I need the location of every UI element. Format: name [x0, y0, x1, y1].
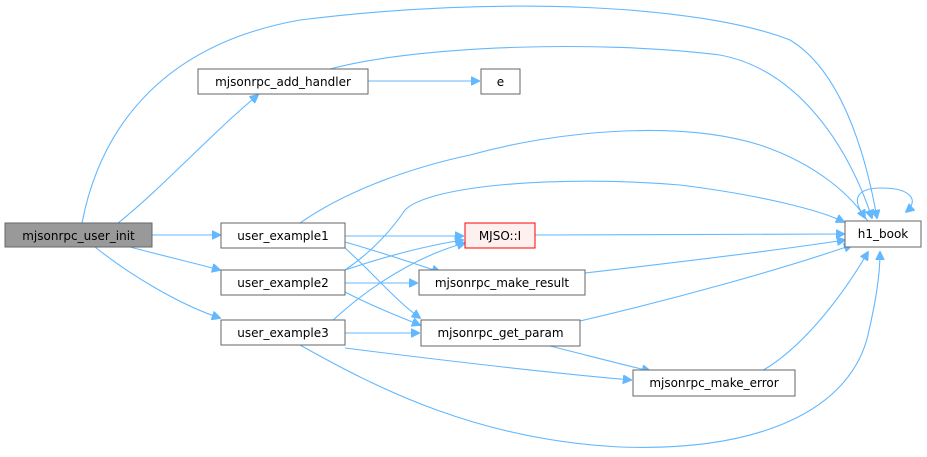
edge-h1-book-self-loop: [856, 187, 912, 222]
node-user-example2[interactable]: user_example2: [220, 269, 346, 296]
edge-user-example2-to-mjso-i: [344, 240, 463, 271]
edge-add-handler-to-h1-book: [329, 45, 872, 218]
edge-make-result-to-h1-book: [584, 240, 845, 274]
node-label-mjsonrpc-make-result: mjsonrpc_make_result: [435, 276, 570, 290]
nodes: mjsonrpc_user_init mjsonrpc_add_handler …: [4, 68, 922, 397]
node-label-mjsonrpc-user-init: mjsonrpc_user_init: [22, 229, 135, 243]
node-mjsonrpc-user-init[interactable]: mjsonrpc_user_init: [4, 222, 153, 248]
node-label-mjsonrpc-add-handler: mjsonrpc_add_handler: [215, 75, 351, 89]
node-user-example3[interactable]: user_example3: [220, 319, 346, 346]
node-mjsonrpc-make-result[interactable]: mjsonrpc_make_result: [418, 269, 586, 296]
edge-user-example1-to-get-param: [344, 247, 420, 318]
node-label-user-example1: user_example1: [237, 229, 328, 243]
node-h1-book[interactable]: h1_book: [844, 220, 922, 248]
node-label-e: e: [497, 75, 504, 89]
edge-user-example1-to-h1-book: [299, 129, 865, 224]
edge-mjso-i-to-h1-book: [534, 234, 844, 235]
edge-user-example1-to-make-result: [344, 241, 440, 272]
edge-root-to-user-example3: [94, 246, 220, 318]
node-label-h1-book: h1_book: [858, 227, 909, 241]
node-user-example1[interactable]: user_example1: [220, 222, 346, 249]
edge-user-example3-to-make-error: [344, 347, 631, 380]
edge-user-example3-to-mjso-i: [329, 243, 465, 324]
edge-user-example3-to-h1-book: [299, 252, 880, 448]
edge-root-to-add-handler: [117, 95, 258, 224]
edge-user-example2-to-get-param: [344, 291, 420, 325]
node-label-mjso-i: MJSO::I: [479, 229, 521, 243]
edge-get-param-to-make-error: [549, 345, 650, 371]
node-label-mjsonrpc-get-param: mjsonrpc_get_param: [437, 326, 563, 340]
node-mjsonrpc-add-handler[interactable]: mjsonrpc_add_handler: [197, 68, 369, 95]
edge-root-to-h1-book: [81, 5, 877, 224]
edge-get-param-to-h1-book: [579, 245, 852, 322]
edge-root-to-user-example2: [129, 246, 220, 270]
node-e[interactable]: e: [480, 68, 521, 95]
node-label-mjsonrpc-make-error: mjsonrpc_make_error: [649, 376, 778, 390]
node-label-user-example2: user_example2: [237, 276, 328, 290]
edges: [81, 5, 912, 448]
edge-make-error-to-h1-book: [759, 252, 868, 373]
node-mjsonrpc-make-error[interactable]: mjsonrpc_make_error: [632, 369, 796, 397]
edge-user-example2-to-h1-book: [344, 180, 844, 271]
node-mjsonrpc-get-param[interactable]: mjsonrpc_get_param: [420, 319, 581, 347]
node-label-user-example3: user_example3: [237, 326, 328, 340]
node-mjso-i[interactable]: MJSO::I: [464, 222, 536, 249]
